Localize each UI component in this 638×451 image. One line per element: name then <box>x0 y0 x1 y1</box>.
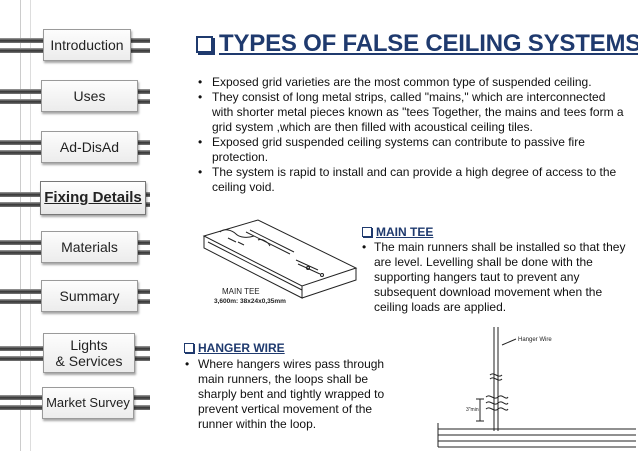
nav-guide-line <box>30 0 31 451</box>
nav-item-uses[interactable]: Uses <box>41 80 138 112</box>
nav-item-summary[interactable]: Summary <box>41 280 138 312</box>
hanger-wire-figure-dim: 3"min <box>466 407 479 413</box>
hanger-wire-heading-text: HANGER WIRE <box>198 341 285 355</box>
bullet-item: They consist of long metal strips, calle… <box>196 90 630 135</box>
main-tee-drawing: MAIN TEE 3,600m: 38x24x0,35mm <box>202 219 358 305</box>
hanger-wire-heading: HANGER WIRE <box>184 341 285 355</box>
nav-item-ad-disad[interactable]: Ad-DisAd <box>41 131 138 163</box>
bullet-item: Where hangers wires pass through main ru… <box>184 357 408 432</box>
main-tee-bullet-list: The main runners shall be installed so t… <box>362 240 632 315</box>
bullet-item: The main runners shall be installed so t… <box>362 240 632 315</box>
main-tee-figure-label: MAIN TEE <box>222 287 260 296</box>
nav-item-label: Lights <box>70 337 108 353</box>
side-navigation: Introduction Uses Ad-DisAd Fixing Detail… <box>0 0 150 451</box>
checkbox-bullet-icon <box>196 35 213 53</box>
hanger-wire-drawing: Hanger Wire 3"min <box>437 327 636 448</box>
checkbox-bullet-icon <box>184 343 194 353</box>
nav-item-fixing-details[interactable]: Fixing Details <box>40 181 146 215</box>
nav-guide-line <box>20 0 21 451</box>
hanger-wire-figure-label: Hanger Wire <box>518 337 552 343</box>
main-tee-heading-text: MAIN TEE <box>376 225 434 239</box>
bullet-item: The system is rapid to install and can p… <box>196 165 630 195</box>
intro-bullet-list: Exposed grid varieties are the most comm… <box>196 75 630 195</box>
bullet-item: Exposed grid suspended ceiling systems c… <box>196 135 630 165</box>
bullet-item: Exposed grid varieties are the most comm… <box>196 75 630 90</box>
nav-item-label: & Services <box>55 353 123 369</box>
page-title: TYPES OF FALSE CEILING SYSTEMS <box>196 30 638 58</box>
page-title-text: TYPES OF FALSE CEILING SYSTEMS <box>219 30 638 57</box>
main-tee-figure-dims: 3,600m: 38x24x0,35mm <box>214 298 286 305</box>
nav-item-market-survey[interactable]: Market Survey <box>42 387 134 419</box>
nav-item-introduction[interactable]: Introduction <box>43 29 131 61</box>
checkbox-bullet-icon <box>362 227 372 237</box>
hanger-wire-bullet-list: Where hangers wires pass through main ru… <box>184 357 408 432</box>
nav-item-lights-services[interactable]: Lights & Services <box>43 333 135 373</box>
main-tee-heading: MAIN TEE <box>362 225 433 239</box>
nav-item-materials[interactable]: Materials <box>41 231 138 263</box>
